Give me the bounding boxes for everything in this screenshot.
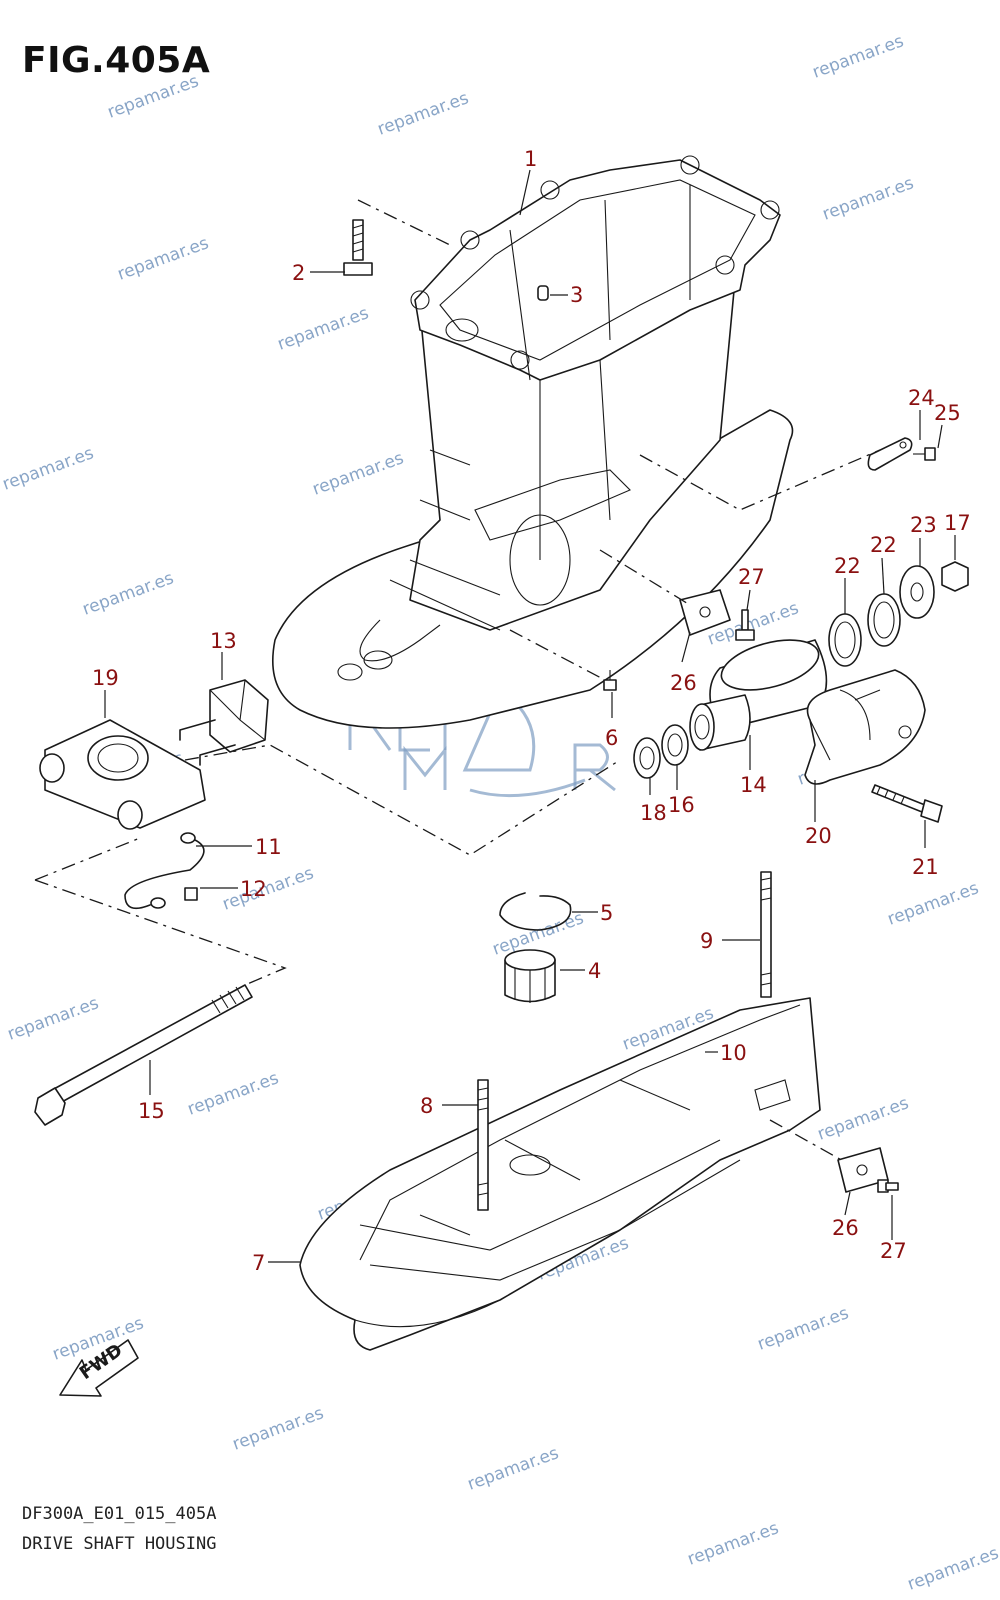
svg-text:repamar.es: repamar.es	[375, 88, 472, 139]
callout-23: 23	[910, 513, 937, 537]
callout-27-upper: 27	[738, 565, 765, 589]
grommet-4	[504, 949, 556, 1003]
svg-text:repamar.es: repamar.es	[685, 1518, 782, 1569]
washer-16	[661, 724, 689, 766]
callout-25: 25	[934, 401, 961, 425]
stud-9	[760, 871, 772, 998]
svg-text:repamar.es: repamar.es	[905, 1543, 1000, 1594]
lower-housing-7	[299, 997, 821, 1351]
callout-3: 3	[570, 283, 583, 307]
svg-text:repamar.es: repamar.es	[810, 31, 907, 82]
wire-11	[124, 832, 205, 910]
svg-text:repamar.es: repamar.es	[5, 993, 102, 1044]
svg-text:repamar.es: repamar.es	[105, 71, 202, 122]
svg-text:repamar.es: repamar.es	[0, 443, 96, 494]
stud-8	[477, 1079, 489, 1211]
drive-shaft-housing	[272, 155, 794, 729]
dowel-3	[537, 285, 549, 301]
washer-23	[899, 565, 935, 619]
bracket-24	[867, 437, 936, 471]
bolt-2	[343, 219, 373, 276]
callout-11: 11	[255, 835, 282, 859]
callout-20: 20	[805, 824, 832, 848]
callout-16: 16	[668, 793, 695, 817]
callout-12: 12	[240, 877, 267, 901]
callout-19: 19	[92, 666, 119, 690]
svg-text:repamar.es: repamar.es	[815, 1093, 912, 1144]
screw-27-upper	[735, 609, 755, 641]
callout-4: 4	[588, 959, 601, 983]
callout-27-lower: 27	[880, 1239, 907, 1263]
screw-27-lower	[877, 1179, 899, 1193]
figure-name: DRIVE SHAFT HOUSING	[22, 1534, 217, 1554]
figure-code: DF300A_E01_015_405A	[22, 1504, 217, 1524]
mount-19	[39, 719, 206, 830]
callout-2: 2	[292, 261, 305, 285]
leader-lines	[104, 169, 956, 1263]
svg-text:repamar.es: repamar.es	[755, 1303, 852, 1354]
screw-6	[603, 670, 617, 691]
callout-8: 8	[420, 1094, 433, 1118]
callout-9: 9	[700, 929, 713, 953]
callout-18: 18	[640, 801, 667, 825]
anode-26-upper	[679, 589, 731, 636]
callout-15: 15	[138, 1099, 165, 1123]
callout-24: 24	[908, 386, 935, 410]
svg-text:repamar.es: repamar.es	[115, 233, 212, 284]
clip-5	[499, 892, 572, 931]
svg-text:repamar.es: repamar.es	[230, 1403, 327, 1454]
svg-text:repamar.es: repamar.es	[275, 303, 372, 354]
svg-text:repamar.es: repamar.es	[885, 878, 982, 929]
callout-numbers: 1 2 3 24 25 17 23 22 22 27 26 6 13 19 14…	[92, 147, 971, 1275]
svg-text:repamar.es: repamar.es	[465, 1443, 562, 1494]
callout-1: 1	[524, 147, 537, 171]
block-13	[179, 679, 269, 766]
washer-18	[633, 737, 661, 779]
svg-text:repamar.es: repamar.es	[185, 1068, 282, 1119]
screw-12	[184, 887, 198, 901]
callout-17: 17	[944, 511, 971, 535]
callout-7: 7	[252, 1251, 265, 1275]
callout-13: 13	[210, 629, 237, 653]
stud-15	[34, 984, 253, 1126]
svg-text:repamar.es: repamar.es	[80, 568, 177, 619]
figure-title: FIG.405A	[22, 40, 211, 81]
bolt-21	[871, 784, 943, 823]
svg-text:repamar.es: repamar.es	[310, 448, 407, 499]
callout-22b: 22	[834, 554, 861, 578]
nut-17	[941, 561, 969, 592]
callout-26-upper: 26	[670, 671, 697, 695]
bushing-14	[689, 639, 828, 751]
callout-5: 5	[600, 901, 613, 925]
svg-text:repamar.es: repamar.es	[820, 173, 917, 224]
svg-text:repamar.es: repamar.es	[220, 863, 317, 914]
callout-14: 14	[740, 773, 767, 797]
callout-22a: 22	[870, 533, 897, 557]
callout-26-lower: 26	[832, 1216, 859, 1240]
callout-21: 21	[912, 855, 939, 879]
callout-10: 10	[720, 1041, 747, 1065]
callout-6: 6	[605, 726, 618, 750]
